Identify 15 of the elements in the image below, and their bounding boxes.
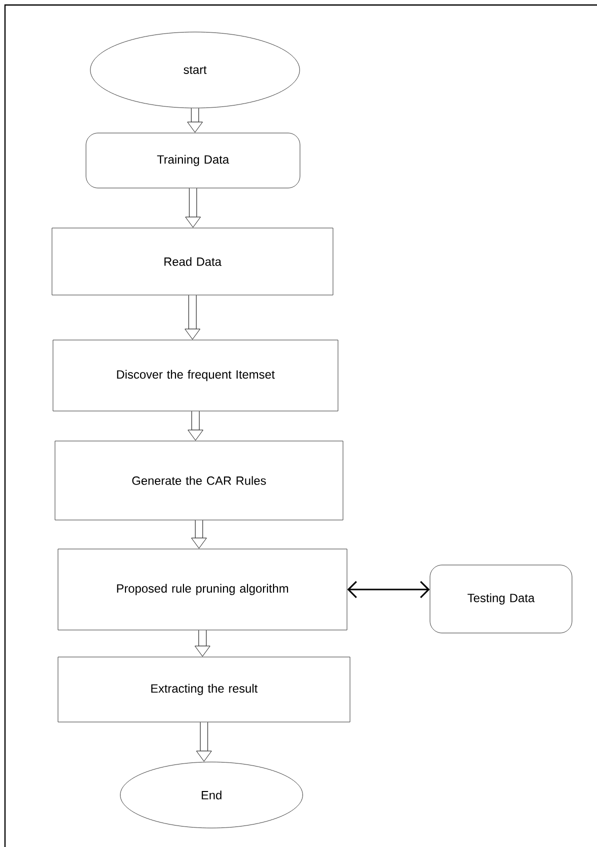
block-arrow xyxy=(187,108,203,133)
block-arrow xyxy=(191,520,207,549)
process-box: Generate the CAR Rules xyxy=(54,440,344,520)
process-box: Read Data xyxy=(52,228,334,296)
data-box: Testing Data xyxy=(430,564,572,634)
double-arrow xyxy=(347,580,430,598)
process-box: Proposed rule pruning algorithm xyxy=(58,548,348,630)
block-arrow xyxy=(196,722,212,762)
block-arrow xyxy=(184,295,200,340)
block-arrow xyxy=(185,188,201,228)
process-box: Extracting the result xyxy=(58,656,350,722)
data-box: Training Data xyxy=(86,132,300,188)
block-arrow xyxy=(188,411,204,441)
block-arrow xyxy=(194,630,210,657)
process-box: Discover the frequent Itemset xyxy=(52,340,338,412)
